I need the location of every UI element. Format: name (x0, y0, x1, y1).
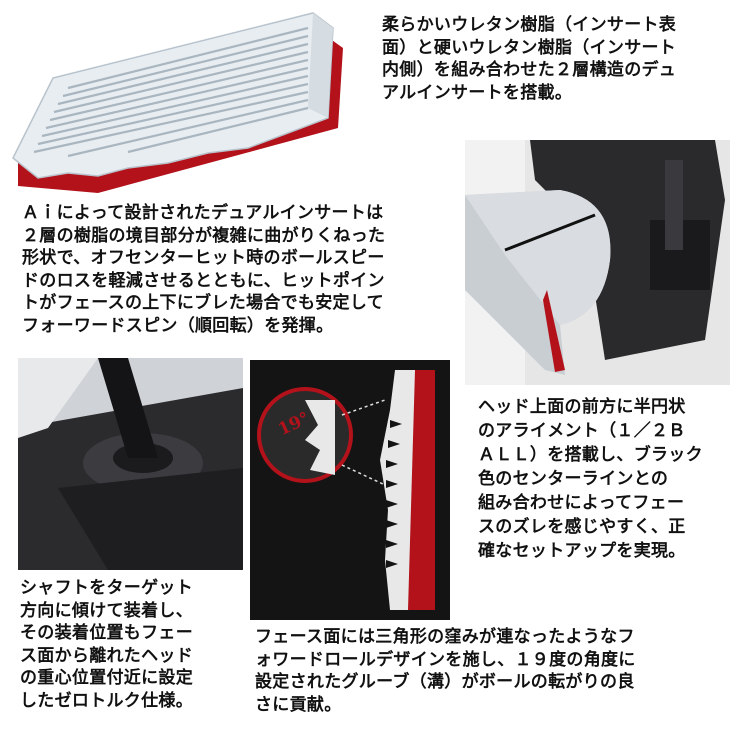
groove-cross-section: 19° (250, 360, 450, 620)
shaft-photo (18, 358, 243, 570)
insert-illustration (8, 8, 358, 193)
face-description: フェース面には三角形の窪みが連なったようなフ ォワードロールデザインを施し、１９… (255, 627, 636, 715)
ai-insert-description: Ａｉによって設計されたデュアルインサートは ２層の樹脂の境目部分が複雑に曲がりく… (22, 203, 386, 336)
alignment-description: ヘッド上面の前方に半円状 のアライメント（１／２Ｂ ＡＬＬ）を搭載し、ブラック … (478, 397, 703, 561)
shaft-description: シャフトをターゲット 方向に傾けて装着し、 その装着位置もフェー ス面から離れた… (20, 578, 193, 711)
alignment-head-photo (465, 140, 730, 385)
insert-description: 柔らかいウレタン樹脂（インサート表 面）と硬いウレタン樹脂（インサート 内側）を… (382, 15, 677, 103)
